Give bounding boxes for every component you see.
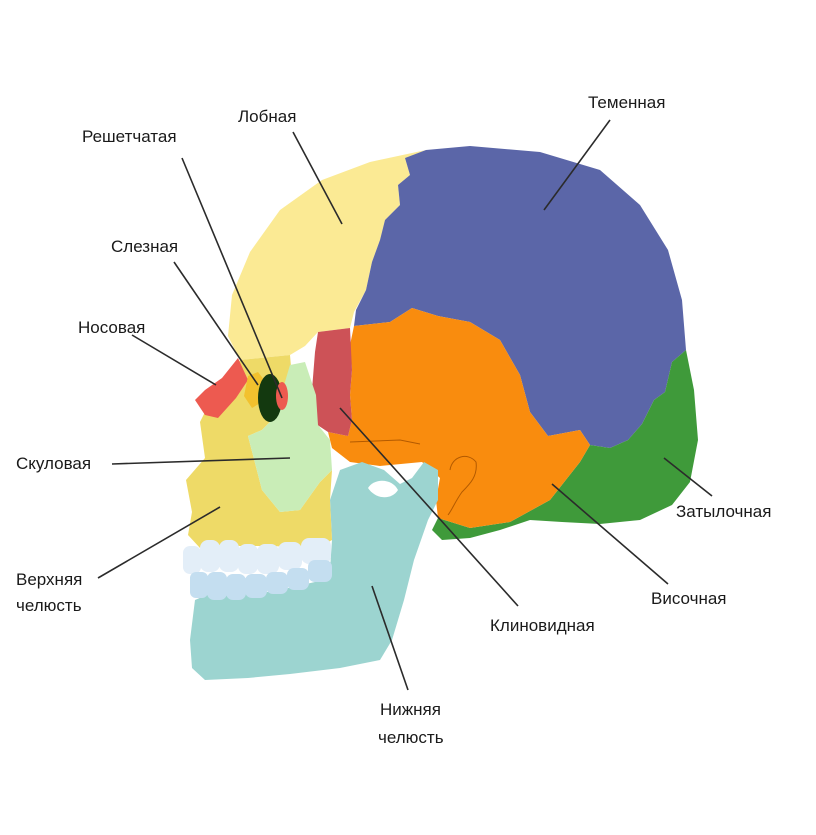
label-maxilla-line2: челюсть [16,595,82,617]
label-temporal: Височная [651,588,727,610]
label-mandible-line2: челюсть [378,727,444,749]
label-frontal: Лобная [238,106,296,128]
label-parietal: Теменная [588,92,665,114]
sphenoid-bone [312,328,352,436]
label-ethmoid: Решетчатая [82,126,177,148]
label-occipital: Затылочная [676,501,771,523]
label-zygomatic: Скуловая [16,453,91,475]
leader-nasal [132,335,216,385]
label-sphenoid: Клиновидная [490,615,595,637]
label-maxilla-line1: Верхняя [16,569,82,591]
label-mandible-line1: Нижняя [380,699,441,721]
label-lacrimal: Слезная [111,236,178,258]
label-nasal: Носовая [78,317,145,339]
